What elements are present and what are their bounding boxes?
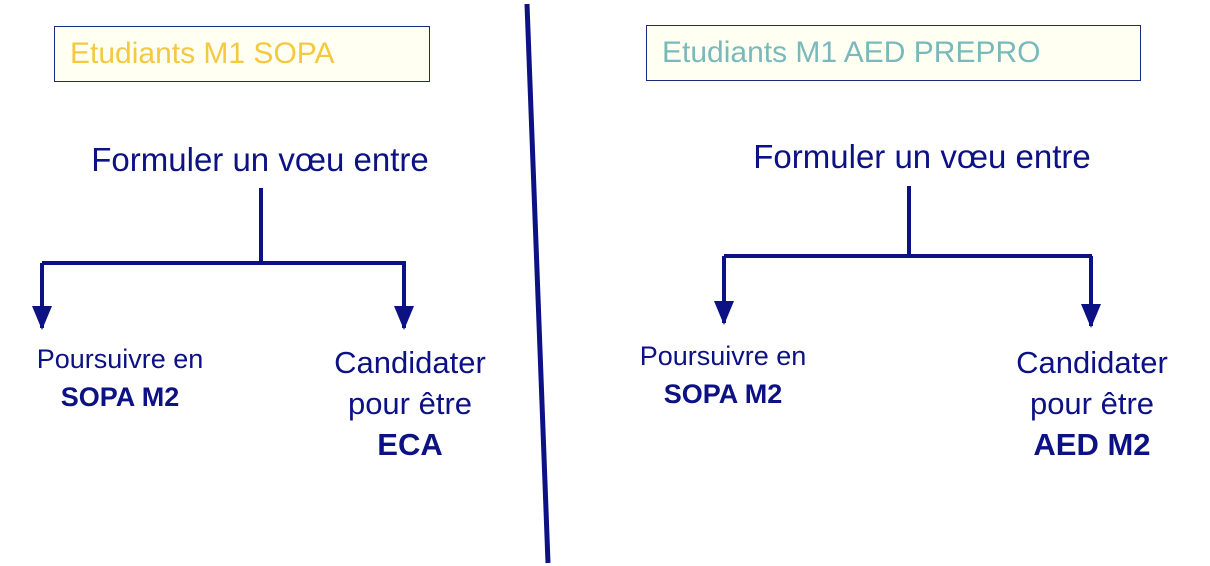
- left-header-text: Etudiants M1 SOPA: [70, 37, 335, 70]
- left-option-b-line2: pour être: [347, 386, 473, 421]
- right-option-b-line1: Candidater: [1016, 345, 1168, 380]
- left-header-box: Etudiants M1 SOPA: [54, 26, 430, 82]
- left-option-a: Poursuivre en SOPA M2: [0, 340, 240, 416]
- right-option-a-line2: SOPA M2: [663, 379, 783, 409]
- right-option-b-line2: pour être: [1029, 386, 1155, 421]
- divider-line: [524, 3, 551, 564]
- left-option-b-line1: Candidater: [334, 345, 486, 380]
- left-option-b-line3: ECA: [377, 427, 443, 462]
- right-prompt: Formuler un vœu entre: [753, 138, 1091, 175]
- right-option-b-line3: AED M2: [1033, 427, 1151, 462]
- right-option-b: Candidater pour être AED M2: [982, 342, 1202, 465]
- left-option-b: Candidater pour être ECA: [300, 342, 520, 465]
- right-option-a-line1: Poursuivre en: [639, 341, 807, 371]
- right-tree-connector: [714, 186, 1101, 328]
- right-option-a: Poursuivre en SOPA M2: [600, 337, 846, 413]
- left-option-a-line1: Poursuivre en: [36, 344, 204, 374]
- left-tree-connector: [32, 188, 414, 330]
- right-header-box: Etudiants M1 AED PREPRO: [646, 25, 1141, 81]
- left-option-a-line2: SOPA M2: [60, 382, 180, 412]
- right-header-text: Etudiants M1 AED PREPRO: [662, 36, 1041, 69]
- left-prompt: Formuler un vœu entre: [91, 141, 429, 178]
